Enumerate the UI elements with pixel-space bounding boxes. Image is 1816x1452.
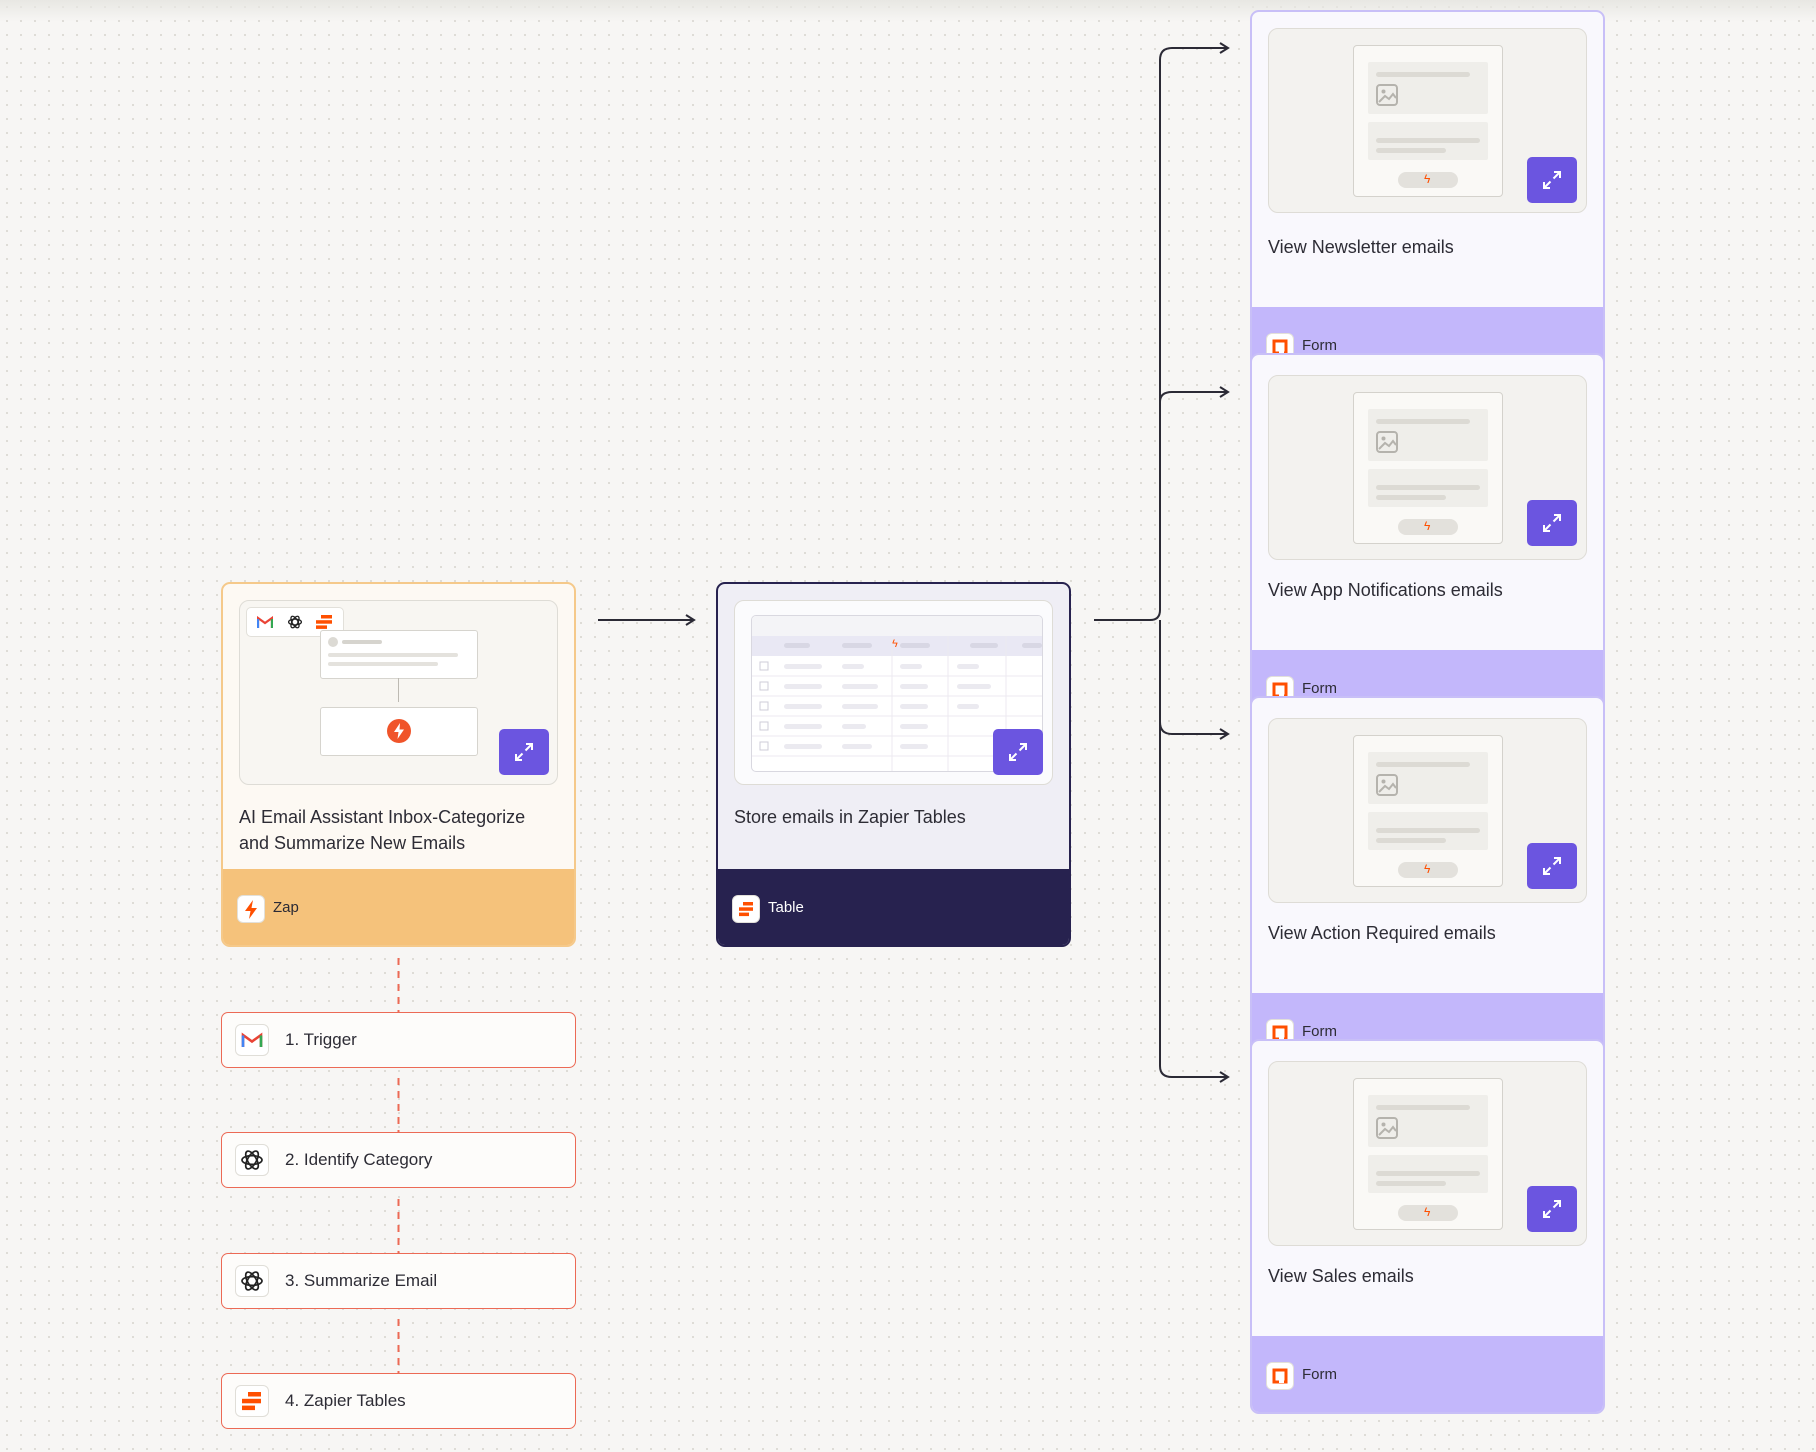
action-node-preview xyxy=(320,707,478,756)
branch-sales xyxy=(1159,722,1230,1083)
zapier-tables-icon xyxy=(732,895,760,923)
form-type-label: Form xyxy=(1302,1366,1337,1383)
zap-title: AI Email Assistant Inbox-Categorize and … xyxy=(239,807,526,853)
table-type-label: Table xyxy=(768,899,804,916)
expand-button[interactable] xyxy=(1527,1186,1577,1232)
image-placeholder-icon xyxy=(1376,1117,1398,1139)
expand-button[interactable] xyxy=(1527,157,1577,203)
step-summarize-email[interactable]: 3. Summarize Email xyxy=(221,1253,576,1309)
form-title: View App Notifications emails xyxy=(1268,580,1503,600)
expand-icon xyxy=(1009,743,1027,761)
form-type-label: Form xyxy=(1302,680,1337,697)
form-footer: Form xyxy=(1252,1336,1603,1412)
form-type-label: Form xyxy=(1302,337,1337,354)
form-type-label: Form xyxy=(1302,1023,1337,1040)
trigger-node-preview xyxy=(320,630,478,679)
zapier-tables-icon xyxy=(316,615,332,629)
submit-pill: ϟ xyxy=(1398,519,1458,535)
expand-icon xyxy=(1543,857,1561,875)
table-footer: Table xyxy=(718,869,1069,945)
submit-pill: ϟ xyxy=(1398,172,1458,188)
expand-icon xyxy=(1543,171,1561,189)
node-link-line xyxy=(398,678,399,702)
branch-trunk xyxy=(1094,42,1230,621)
openai-icon xyxy=(235,1144,269,1176)
step-trigger[interactable]: 1. Trigger xyxy=(221,1012,576,1068)
openai-icon xyxy=(235,1265,269,1297)
form-preview: ϟ xyxy=(1268,375,1587,560)
form-card-action-required[interactable]: ϟ View Action Required emails Form xyxy=(1250,696,1605,1071)
step-label: 2. Identify Category xyxy=(285,1150,433,1169)
openai-icon xyxy=(287,615,303,629)
expand-button[interactable] xyxy=(499,729,549,775)
image-placeholder-icon xyxy=(1376,431,1398,453)
zap-type-label: Zap xyxy=(273,899,299,916)
image-placeholder-icon xyxy=(1376,84,1398,106)
gmail-icon xyxy=(235,1024,269,1056)
zap-card[interactable]: AI Email Assistant Inbox-Categorize and … xyxy=(221,582,576,947)
form-thumbnail: ϟ xyxy=(1353,1078,1503,1230)
zap-bolt-icon xyxy=(387,719,411,743)
branch-action-required xyxy=(1159,620,1230,740)
form-card-newsletter[interactable]: ϟ View Newsletter emails Form xyxy=(1250,10,1605,385)
zapier-tables-icon xyxy=(235,1385,269,1417)
submit-pill: ϟ xyxy=(1398,862,1458,878)
form-thumbnail: ϟ xyxy=(1353,45,1503,197)
zap-footer: Zap xyxy=(223,869,574,945)
form-icon xyxy=(1266,1362,1294,1390)
form-title: View Sales emails xyxy=(1268,1266,1414,1286)
step-zapier-tables[interactable]: 4. Zapier Tables xyxy=(221,1373,576,1429)
form-card-app-notifications[interactable]: ϟ View App Notifications emails Form xyxy=(1250,353,1605,728)
step-identify-category[interactable]: 2. Identify Category xyxy=(221,1132,576,1188)
bolt-mark: ϟ xyxy=(892,638,898,650)
form-title: View Newsletter emails xyxy=(1268,237,1454,257)
expand-icon xyxy=(1543,1200,1561,1218)
form-preview: ϟ xyxy=(1268,718,1587,903)
gmail-icon xyxy=(257,616,273,628)
form-thumbnail: ϟ xyxy=(1353,735,1503,887)
expand-icon xyxy=(515,743,533,761)
branch-app-notifications xyxy=(1159,386,1230,403)
step-label: 3. Summarize Email xyxy=(285,1271,438,1290)
form-title: View Action Required emails xyxy=(1268,923,1496,943)
step-label: 1. Trigger xyxy=(285,1030,357,1049)
table-card[interactable]: ϟ Store emails in Zapier Tables Table xyxy=(716,582,1071,947)
expand-button[interactable] xyxy=(1527,843,1577,889)
form-thumbnail: ϟ xyxy=(1353,392,1503,544)
image-placeholder-icon xyxy=(1376,774,1398,796)
grid-lines xyxy=(752,636,1042,771)
expand-button[interactable] xyxy=(1527,500,1577,546)
expand-button[interactable] xyxy=(993,729,1043,775)
expand-icon xyxy=(1543,514,1561,532)
table-title: Store emails in Zapier Tables xyxy=(734,807,966,827)
zap-icon xyxy=(237,895,265,923)
form-card-sales[interactable]: ϟ View Sales emails Form xyxy=(1250,1039,1605,1414)
step-label: 4. Zapier Tables xyxy=(285,1391,406,1410)
submit-pill: ϟ xyxy=(1398,1205,1458,1221)
